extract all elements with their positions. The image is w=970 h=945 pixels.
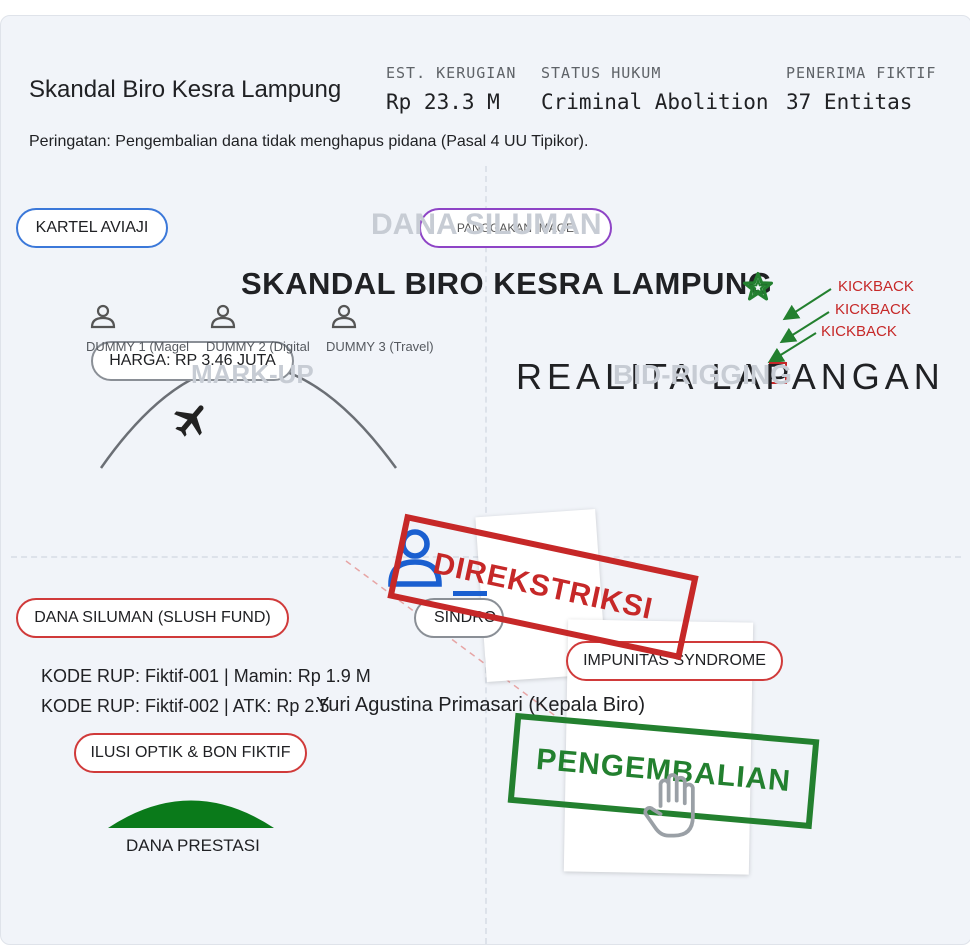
bid-rigging-ghost: BID-RIGGING [613, 359, 792, 390]
arrow-icon [782, 288, 832, 321]
stat-value: Criminal Abolition [541, 90, 769, 114]
stat-loss: EST. KERUGIAN Rp 23.3 M [386, 64, 516, 114]
person-icon [331, 304, 357, 329]
kickback-label-3: KICKBACK [821, 323, 897, 340]
realita-label: REALITA LAPANGAN [516, 356, 945, 397]
person-caption: Yuri Agustina Primasari (Kepala Biro) [316, 694, 646, 716]
kickback-label-1: KICKBACK [838, 278, 914, 295]
stat-value: Rp 23.3 M [386, 90, 500, 114]
dummy-label-2: DUMMY 2 (Digital [206, 339, 310, 354]
dummy-label-3: DUMMY 3 (Travel) [326, 339, 434, 354]
prestasi-label: DANA PRESTASI [126, 836, 260, 855]
kickback-label-2: KICKBACK [835, 301, 911, 318]
illusion-pill[interactable]: ILUSI OPTIK & BON FIKTIF [74, 733, 307, 773]
impunity-pill[interactable]: IMPUNITAS SYNDROME [566, 641, 783, 681]
center-title: SKANDAL BIRO KESRA LAMPUNG [241, 266, 773, 301]
star-icon [742, 271, 774, 301]
stat-legal-status: STATUS HUKUM Criminal Abolition [541, 64, 769, 114]
connector-line [345, 560, 597, 747]
code-line-2: KODE RUP: Fiktif-002 | ATK: Rp 2.5 [41, 696, 330, 716]
hand-icon [643, 773, 695, 838]
stat-recipients: PENERIMA FIKTIF 37 Entitas [786, 64, 936, 114]
flag-marker [769, 362, 787, 384]
stat-label: PENERIMA FIKTIF [786, 64, 937, 82]
slush-fund-pill[interactable]: DANA SILUMAN (SLUSH FUND) [16, 598, 289, 638]
legal-warning: Peringatan: Pengembalian dana tidak meng… [29, 133, 589, 150]
cartel-pill[interactable]: KARTEL AVIAJI [16, 208, 168, 248]
sindrom-pill[interactable]: SINDRO [414, 598, 504, 638]
person-icon [90, 304, 116, 329]
ghost-dana-siluman: DANA SILUMAN [371, 208, 602, 241]
dummy-label-1: DUMMY 1 (Magel [86, 339, 190, 354]
blue-bar [453, 591, 487, 596]
stat-label: EST. KERUGIAN [386, 64, 517, 82]
arrow-icon [767, 332, 817, 364]
airplane-icon [174, 405, 204, 437]
person-icon [210, 304, 236, 329]
prestasi-dome [108, 800, 274, 828]
markup-arc [99, 363, 398, 469]
code-line-1: KODE RUP: Fiktif-001 | Mamin: Rp 1.9 M [41, 666, 371, 686]
markup-ghost-label: MARK-UP [191, 359, 314, 389]
kickback-arrows [767, 288, 832, 364]
diagram-card: Skandal Biro Kesra Lampung EST. KERUGIAN… [0, 15, 970, 945]
stat-value: 37 Entitas [786, 90, 913, 114]
arrow-icon [779, 311, 830, 344]
person-icon [388, 529, 442, 587]
price-pill[interactable]: HARGA: RP 3.46 JUTA [91, 341, 294, 381]
stat-label: STATUS HUKUM [541, 64, 662, 82]
page-title: Skandal Biro Kesra Lampung [29, 76, 342, 103]
purple-pill[interactable]: PANGGAKAN IMAGE [419, 208, 612, 248]
